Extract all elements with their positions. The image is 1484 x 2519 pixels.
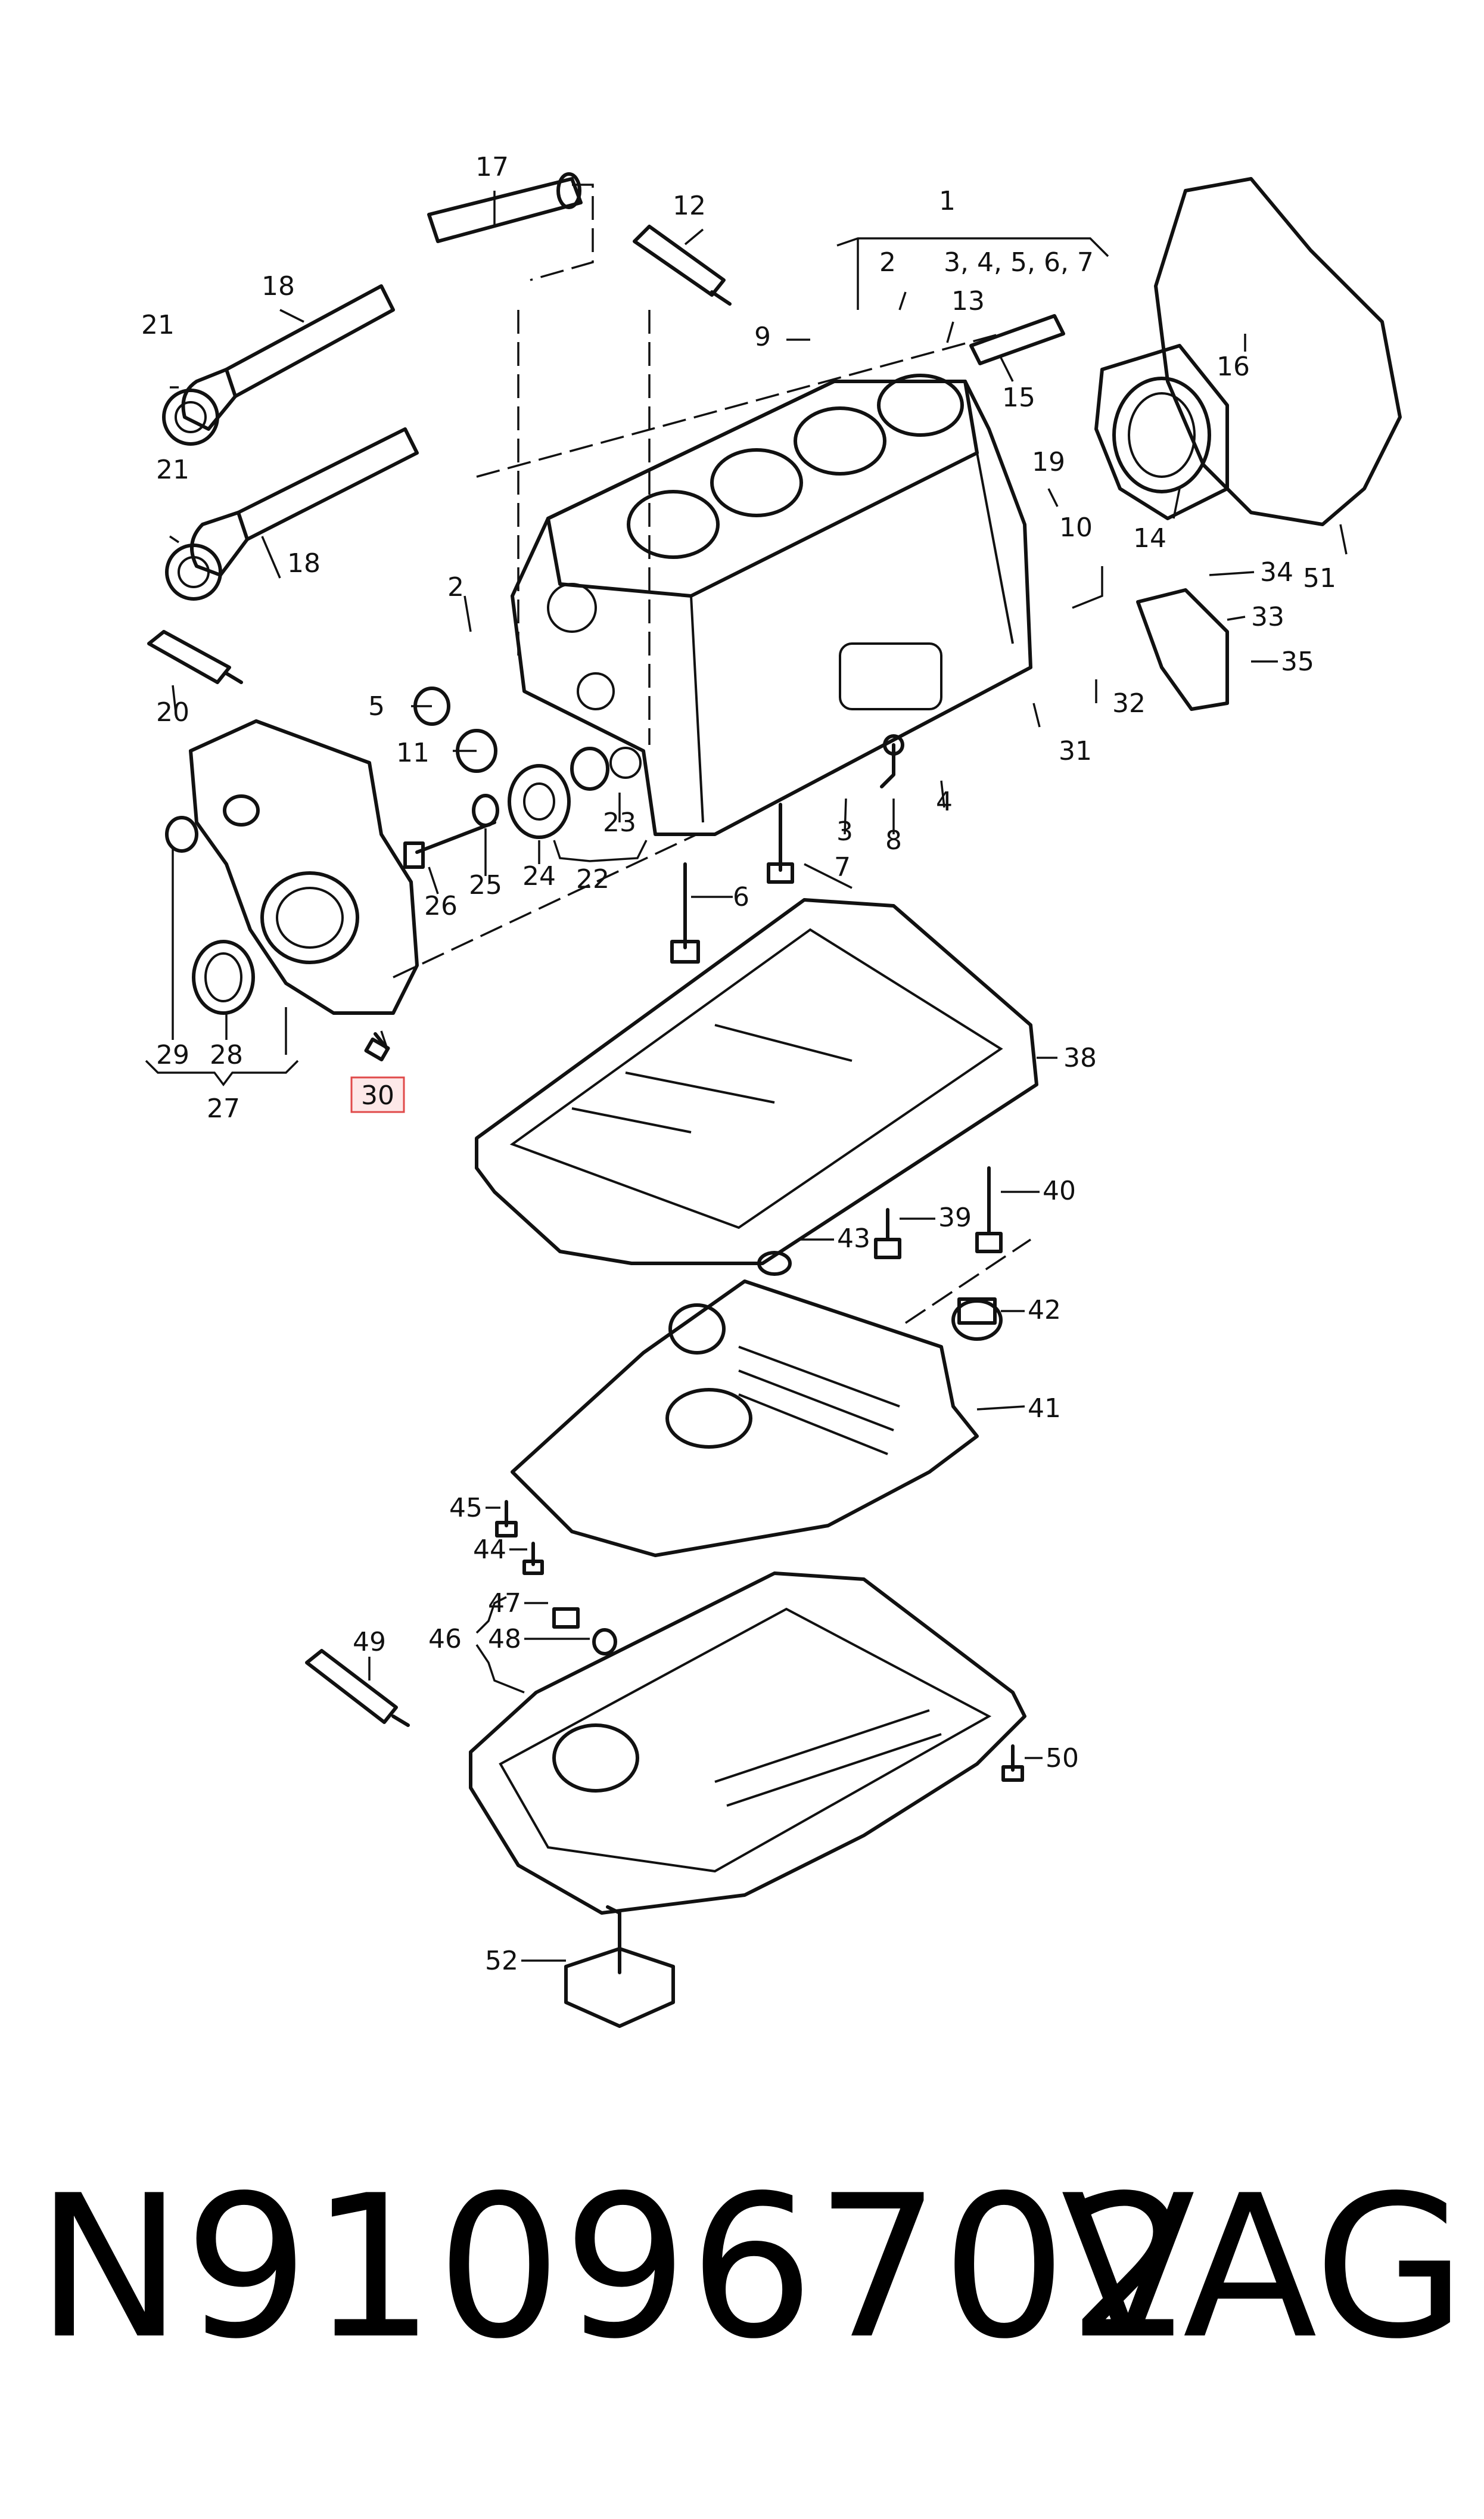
transmission-plate-51 bbox=[1154, 177, 1402, 526]
callout-labels: 1 2 3, 4, 5, 6, 7 13 9 12 15 16 17 18 18… bbox=[141, 152, 1336, 1976]
bolt-50 bbox=[1001, 1744, 1024, 1782]
callout-41: 41 bbox=[1028, 1393, 1061, 1424]
callout-42: 42 bbox=[1028, 1295, 1061, 1325]
callout-46: 46 bbox=[428, 1624, 462, 1654]
washer-25 bbox=[472, 794, 499, 827]
bolt-26 bbox=[403, 821, 496, 869]
callout-23: 23 bbox=[603, 807, 636, 838]
callout-18b: 18 bbox=[287, 548, 321, 579]
callout-21b: 21 bbox=[156, 455, 189, 485]
callout-16: 16 bbox=[1217, 352, 1250, 382]
callout-3-7: 3, 4, 5, 6, 7 bbox=[944, 247, 1094, 278]
callout-22: 22 bbox=[576, 864, 609, 894]
callout-26: 26 bbox=[424, 891, 458, 921]
brand-name: VAG bbox=[1060, 2153, 1466, 2382]
sealant-tube-15 bbox=[969, 314, 1065, 365]
oil-nozzle-8 bbox=[880, 734, 904, 788]
callout-47: 47 bbox=[488, 1588, 521, 1619]
callout-21a: 21 bbox=[141, 310, 175, 340]
sealant-tube-12 bbox=[633, 225, 732, 306]
callout-50: 50 bbox=[1046, 1743, 1079, 1773]
bolt-39 bbox=[874, 1208, 901, 1259]
balance-shaft-lower bbox=[165, 427, 419, 601]
balance-shaft-upper bbox=[162, 172, 583, 446]
callout-30: 30 bbox=[361, 1080, 394, 1111]
part-number: N91096702 bbox=[36, 2153, 1194, 2382]
bolt-40 bbox=[975, 1166, 1003, 1253]
callout-1: 1 bbox=[939, 186, 956, 216]
bolt-7 bbox=[767, 803, 794, 884]
callout-15: 15 bbox=[1002, 383, 1035, 413]
baffle-plate-41 bbox=[511, 1279, 979, 1557]
callout-52: 52 bbox=[485, 1946, 518, 1976]
seal-ring-43 bbox=[757, 1251, 792, 1276]
bolt-30 bbox=[364, 1032, 390, 1062]
callout-33: 33 bbox=[1251, 602, 1284, 632]
callout-14: 14 bbox=[1133, 523, 1166, 554]
callout-34: 34 bbox=[1260, 557, 1293, 588]
exploded-parts-diagram: 1 2 3, 4, 5, 6, 7 13 9 12 15 16 17 18 18… bbox=[141, 152, 1402, 2028]
callout-49: 49 bbox=[353, 1627, 386, 1657]
callout-38: 38 bbox=[1063, 1043, 1097, 1073]
callout-3: 3 bbox=[836, 816, 853, 847]
callout-39: 39 bbox=[938, 1203, 972, 1233]
callout-13: 13 bbox=[951, 286, 985, 316]
sensor-bracket-33 bbox=[1136, 588, 1229, 711]
callout-32: 32 bbox=[1112, 688, 1146, 719]
oil-level-sensor-52 bbox=[564, 1905, 675, 2028]
leader-lines bbox=[145, 191, 1348, 1962]
callout-28: 28 bbox=[210, 1040, 243, 1070]
callout-11: 11 bbox=[396, 738, 430, 768]
bolt-6 bbox=[670, 862, 700, 964]
callout-7: 7 bbox=[834, 852, 851, 883]
seal-ring-28 bbox=[192, 940, 255, 1015]
callout-10: 10 bbox=[1059, 513, 1093, 543]
washer-48 bbox=[592, 1628, 617, 1655]
callout-31: 31 bbox=[1059, 736, 1092, 766]
callout-25: 25 bbox=[469, 870, 502, 900]
callout-6: 6 bbox=[733, 882, 749, 912]
callout-35: 35 bbox=[1281, 647, 1314, 677]
callout-9: 9 bbox=[754, 322, 771, 352]
callout-18a: 18 bbox=[262, 271, 295, 302]
timing-cover-27 bbox=[189, 719, 419, 1015]
oil-filter-housing-42 bbox=[951, 1297, 1003, 1341]
callout-5: 5 bbox=[368, 691, 385, 722]
callout-24: 24 bbox=[522, 861, 556, 892]
assembly-lines bbox=[393, 184, 1031, 1324]
bolt-44 bbox=[522, 1542, 544, 1575]
callout-4: 4 bbox=[936, 787, 953, 817]
gear-23 bbox=[570, 747, 609, 791]
callout-17: 17 bbox=[475, 152, 509, 182]
callout-44: 44 bbox=[473, 1535, 506, 1565]
ladder-frame-38 bbox=[475, 898, 1038, 1265]
seal-flange-14 bbox=[1094, 344, 1229, 520]
callout-51: 51 bbox=[1303, 563, 1336, 594]
callout-43: 43 bbox=[837, 1223, 870, 1254]
callout-29: 29 bbox=[156, 1040, 189, 1070]
bolt-45 bbox=[495, 1500, 518, 1538]
drain-plug-47 bbox=[552, 1607, 580, 1629]
sealant-tube-49 bbox=[305, 1649, 410, 1727]
callout-19: 19 bbox=[1032, 447, 1065, 477]
sealant-tube-20 bbox=[147, 630, 243, 684]
highlight-box-30 bbox=[350, 1076, 405, 1113]
callout-2b: 2 bbox=[447, 572, 464, 602]
gear-24 bbox=[508, 764, 571, 839]
callout-40: 40 bbox=[1043, 1176, 1076, 1206]
callout-8: 8 bbox=[885, 825, 902, 856]
engine-block bbox=[511, 374, 1032, 836]
seal-ring-29 bbox=[165, 816, 198, 853]
callout-20: 20 bbox=[156, 697, 189, 728]
callout-48: 48 bbox=[488, 1624, 521, 1654]
callout-2a: 2 bbox=[879, 247, 896, 278]
callout-27: 27 bbox=[207, 1094, 240, 1124]
callout-45: 45 bbox=[449, 1493, 483, 1523]
oil-pan-lower-46 bbox=[469, 1571, 1026, 1915]
callout-12: 12 bbox=[673, 191, 706, 221]
